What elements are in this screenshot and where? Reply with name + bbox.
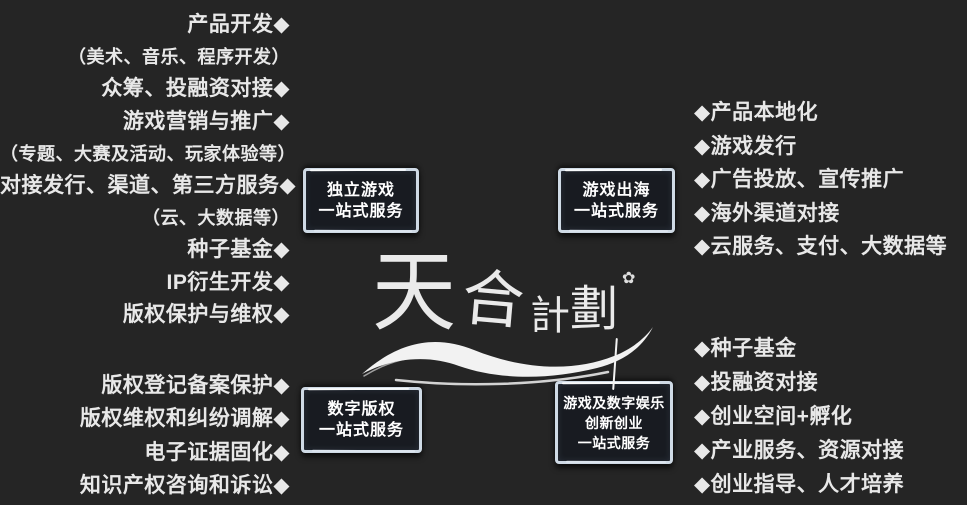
- list-item: （专题、大赛及活动、玩家体验等）: [0, 143, 296, 164]
- list-item: 版权保护与维权◆: [122, 302, 290, 326]
- box-line: 一站式服务: [573, 202, 659, 220]
- list-item: ◆投融资对接: [694, 371, 819, 394]
- box-independent-game-service: 独立游戏 一站式服务: [303, 168, 419, 233]
- box-line: 数字版权: [327, 401, 396, 418]
- list-item: 众筹、投融资对接◆: [101, 77, 290, 101]
- box-line: 一站式服务: [318, 422, 404, 439]
- list-item: IP衍生开发◆: [166, 270, 290, 294]
- list-item: 版权登记备案保护◆: [101, 374, 290, 397]
- right-bottom-list: ◆种子基金 ◆投融资对接 ◆创业空间+孵化 ◆产业服务、资源对接 ◆创业指导、人…: [694, 332, 966, 502]
- box-line: 游戏出海: [582, 181, 651, 199]
- logo-char: 計: [530, 294, 570, 338]
- list-item: ◆种子基金: [694, 337, 797, 360]
- list-item: ◆创业空间+孵化: [694, 405, 853, 428]
- left-bottom-list: 版权登记备案保护◆ 版权维权和纠纷调解◆ 电子证据固化◆ 知识产权咨询和诉讼◆: [0, 369, 290, 502]
- box-line: 一站式服务: [577, 434, 651, 451]
- right-top-list: ◆产品本地化 ◆游戏发行 ◆广告投放、宣传推广 ◆海外渠道对接 ◆云服务、支付、…: [694, 96, 966, 264]
- list-item: ◆创业指导、人才培养: [694, 473, 905, 496]
- list-item: ◆广告投放、宣传推广: [694, 168, 905, 191]
- list-item: 知识产权咨询和诉讼◆: [79, 473, 290, 497]
- list-item: （云、大数据等）: [142, 208, 290, 229]
- left-top-list: 产品开发◆ （美术、音乐、程序开发） 众筹、投融资对接◆ 游戏营销与推广◆ （专…: [0, 9, 297, 331]
- box-line: 游戏及数字娱乐: [563, 394, 665, 411]
- logo-char: 劃: [570, 283, 619, 336]
- list-item: ◆产业服务、资源对接: [694, 439, 905, 462]
- list-item: （美术、音乐、程序开发）: [68, 47, 290, 68]
- brush-swoosh-icon: [362, 327, 653, 386]
- list-item: 对接发行、渠道、第三方服务◆: [0, 173, 297, 197]
- flower-doodle-icon: ✿: [622, 270, 636, 287]
- box-digital-copyright-service: 数字版权 一站式服务: [301, 387, 422, 453]
- box-line: 一站式服务: [318, 202, 404, 220]
- list-item: ◆游戏发行: [694, 134, 797, 158]
- box-line: 创新创业: [585, 414, 643, 431]
- logo-char: 天: [372, 242, 457, 342]
- list-item: 版权维权和纠纷调解◆: [79, 407, 290, 431]
- box-line: 独立游戏: [326, 181, 395, 199]
- logo-tianhe-plan: 天 合 計 劃 ✿: [360, 248, 660, 396]
- list-item: ◆云服务、支付、大数据等: [694, 235, 948, 258]
- box-innovation-startup-service: 游戏及数字娱乐 创新创业 一站式服务: [555, 381, 673, 464]
- list-item: 游戏营销与推广◆: [122, 109, 290, 133]
- list-item: ◆产品本地化: [694, 101, 819, 124]
- list-item: 种子基金◆: [187, 238, 290, 262]
- list-item: ◆海外渠道对接: [694, 201, 840, 225]
- list-item: 电子证据固化◆: [144, 440, 290, 464]
- box-game-overseas-service: 游戏出海 一站式服务: [558, 168, 675, 233]
- list-item: 产品开发◆: [187, 13, 290, 36]
